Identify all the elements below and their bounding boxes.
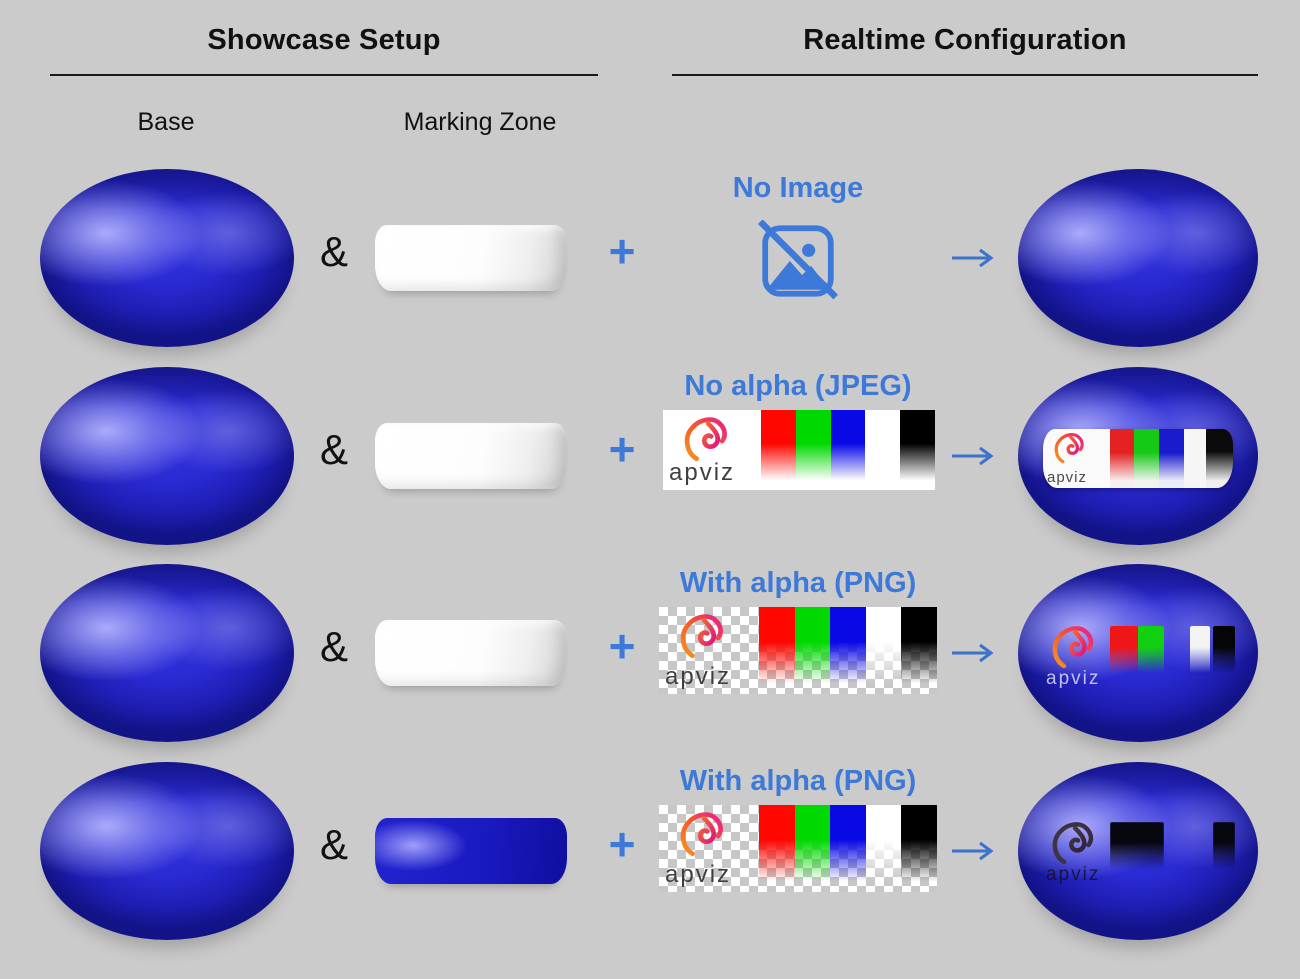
blue-bar — [830, 410, 866, 490]
result-band-row2: apviz — [1043, 429, 1233, 488]
green-bar — [795, 410, 831, 490]
white-bar — [1183, 429, 1207, 488]
black-bar — [901, 607, 937, 694]
base-sphere-row1 — [40, 169, 294, 347]
apviz-logo-text: apviz — [1046, 668, 1101, 689]
ampersand-row3: & — [319, 623, 348, 670]
png-swatch-image: apviz — [659, 805, 937, 892]
apviz-logo: apviz — [659, 805, 759, 892]
result-decal-row3: apviz — [1046, 622, 1238, 690]
white-bar — [865, 607, 902, 694]
black-bar — [1206, 429, 1233, 488]
arrow-icon-row2 — [952, 446, 994, 466]
showcase-setup-title: Showcase Setup — [207, 24, 441, 56]
apviz-logo-mark-icon — [679, 413, 735, 465]
jpeg-swatch-image: apviz — [663, 410, 935, 490]
png-swatch-image: apviz — [659, 607, 937, 694]
black-bar — [1213, 626, 1235, 676]
marking-zone-band-row4 — [375, 818, 567, 884]
apviz-logo-text: apviz — [1047, 469, 1088, 486]
result-sphere-row1 — [1018, 169, 1258, 347]
base-column-label: Base — [137, 108, 195, 136]
ampersand-row2: & — [319, 426, 348, 473]
black-bar — [901, 805, 937, 892]
ampersand-row4: & — [319, 821, 348, 868]
result-sphere-row4: apviz — [1018, 762, 1258, 940]
apviz-logo: apviz — [663, 410, 761, 490]
white-bar — [865, 410, 901, 490]
result-sphere-row3: apviz — [1018, 564, 1258, 742]
white-bar — [1190, 626, 1210, 676]
arrow-icon-row3 — [952, 643, 994, 663]
red-bar — [760, 410, 796, 490]
result-decal-row4: apviz — [1046, 818, 1238, 886]
marking-zone-band-row2 — [375, 423, 567, 489]
apviz-logo-mark-icon — [675, 610, 731, 662]
apviz-logo: apviz — [1043, 429, 1110, 488]
config-label-row1: No Image — [732, 172, 864, 204]
realtime-configuration-title: Realtime Configuration — [803, 24, 1127, 56]
red-bar — [759, 805, 795, 892]
realtime-underline — [672, 74, 1258, 76]
config-label-row4: With alpha (PNG) — [679, 765, 917, 797]
green-bar — [1138, 626, 1164, 676]
dark-multiplied-bar — [1213, 822, 1235, 872]
arrow-icon-row4 — [952, 841, 994, 861]
marking-zone-band-row3 — [375, 620, 567, 686]
config-label-row2: No alpha (JPEG) — [684, 370, 912, 402]
base-sphere-row4 — [40, 762, 294, 940]
plus-sign-row1: + — [608, 225, 636, 277]
apviz-logo-mark-icon — [675, 808, 731, 860]
apviz-logo-text: apviz — [665, 861, 732, 888]
arrow-icon-row1 — [952, 248, 994, 268]
dark-multiplied-bar — [1110, 822, 1164, 872]
green-bar — [1134, 429, 1159, 488]
apviz-logo-text: apviz — [665, 663, 732, 690]
red-bar — [759, 607, 795, 694]
marking-zone-column-label: Marking Zone — [403, 108, 557, 136]
green-bar — [794, 607, 831, 694]
green-bar — [794, 805, 831, 892]
apviz-logo-mark-icon — [1046, 818, 1102, 868]
base-sphere-row3 — [40, 564, 294, 742]
base-sphere-row2 — [40, 367, 294, 545]
red-bar — [1110, 626, 1138, 676]
apviz-logo-mark-icon — [1046, 622, 1102, 672]
ampersand-row1: & — [319, 228, 348, 275]
red-bar — [1109, 429, 1135, 488]
white-bar — [865, 805, 902, 892]
result-sphere-row2: apviz — [1018, 367, 1258, 545]
marking-zone-band-row1 — [375, 225, 567, 291]
no-image-icon — [757, 220, 839, 300]
plus-sign-row4: + — [608, 818, 636, 870]
apviz-logo-text: apviz — [669, 459, 736, 486]
plus-sign-row3: + — [608, 620, 636, 672]
plus-sign-row2: + — [608, 423, 636, 475]
blue-bar — [1158, 429, 1184, 488]
blue-bar — [830, 607, 866, 694]
apviz-logo-mark-icon — [1050, 430, 1090, 466]
apviz-logo: apviz — [659, 607, 759, 694]
config-label-row3: With alpha (PNG) — [679, 567, 917, 599]
black-bar — [900, 410, 935, 490]
apviz-logo-text: apviz — [1046, 864, 1101, 885]
blue-bar — [830, 805, 866, 892]
showcase-underline — [50, 74, 598, 76]
